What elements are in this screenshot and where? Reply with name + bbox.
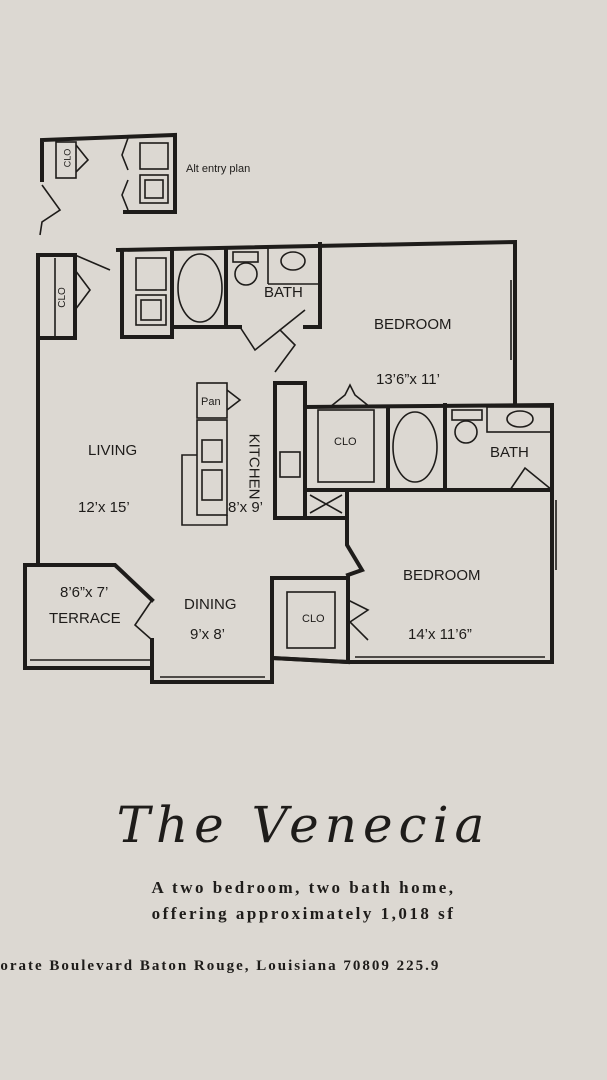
description-line1: A two bedroom, two bath home, <box>151 878 456 897</box>
bath2-label: BATH <box>490 444 529 461</box>
closet-alt-label: CLO <box>62 148 73 168</box>
living-size: 12’x 15’ <box>78 499 130 516</box>
pantry-label: Pan <box>201 396 221 408</box>
closet-entry-label: CLO <box>56 287 68 308</box>
kitchen-label: KITCHEN <box>245 433 263 500</box>
description-line2: offering approximately 1,018 sf <box>151 904 456 923</box>
bath1-label: BATH <box>264 284 303 301</box>
kitchen-size: 8’x 9’ <box>228 499 264 516</box>
closet-bed2-label: CLO <box>302 613 325 625</box>
bedroom2-size: 14’x 11’6” <box>408 626 472 643</box>
bedroom1-size: 13’6”x 11’ <box>376 371 440 388</box>
terrace-label: TERRACE <box>49 610 121 627</box>
floor-plan <box>23 132 557 684</box>
bedroom2-label: BEDROOM <box>403 567 481 584</box>
dining-label: DINING <box>184 596 237 613</box>
terrace-size: 8’6”x 7’ <box>60 584 109 601</box>
bedroom1-label: BEDROOM <box>374 316 452 333</box>
living-label: LIVING <box>88 442 138 459</box>
closet-bed1-label: CLO <box>334 436 357 448</box>
alt-entry-plan <box>39 132 177 236</box>
page-title: The Venecia <box>116 796 491 854</box>
walls <box>23 239 557 684</box>
dining-size: 9’x 8’ <box>190 626 226 643</box>
alt-entry-label: Alt entry plan <box>186 163 251 175</box>
address: porate Boulevard Baton Rouge, Louisiana … <box>0 958 441 974</box>
